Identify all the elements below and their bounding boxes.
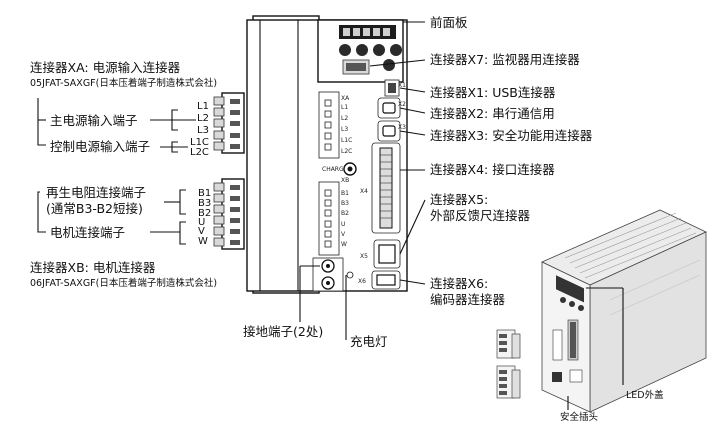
xb-slot-pin-4: U bbox=[341, 221, 345, 228]
motor-terminal-label: 电机连接端子 bbox=[50, 225, 125, 240]
xa-pin-l2c: L2C bbox=[190, 147, 209, 158]
xb-title: 连接器XB: 电机连接器 bbox=[30, 260, 156, 275]
xa-part-number: 05JFAT-SAXGF(日本压着端子制造株式会社) bbox=[30, 77, 217, 89]
xa-pin-l2: L2 bbox=[197, 113, 209, 124]
regen-resistor-label: 再生电阻连接端子 bbox=[46, 185, 146, 200]
main-power-label: 主电源输入端子 bbox=[50, 113, 138, 128]
xb-slot-pin-6: W bbox=[341, 241, 347, 248]
ground-terminal-label: 接地端子(2处) bbox=[243, 324, 323, 339]
x5-mark: X5 bbox=[360, 253, 368, 260]
control-power-label: 控制电源输入端子 bbox=[50, 139, 150, 154]
safety-plug-label: 安全插头 bbox=[560, 411, 598, 423]
mode-button bbox=[339, 44, 351, 56]
xb-slot bbox=[318, 181, 340, 256]
xa-title: 连接器XA: 电源输入连接器 bbox=[30, 60, 181, 75]
xa-pin-l1: L1 bbox=[197, 101, 209, 112]
x5-label: 连接器X5: bbox=[430, 192, 488, 207]
xa-mark: XA bbox=[341, 95, 350, 102]
xb-slot-pin-5: V bbox=[341, 231, 346, 238]
xa-slot-pin-4: L1C bbox=[341, 137, 352, 144]
ground-symbol bbox=[346, 271, 354, 279]
xa-slot-pin-1: L1 bbox=[341, 104, 348, 111]
xa-slot-pin-2: L2 bbox=[341, 115, 348, 122]
charge-mark: CHARGE bbox=[322, 166, 348, 173]
x6-label: 连接器X6: bbox=[430, 276, 488, 291]
loose-plugs-3d bbox=[496, 329, 521, 399]
xa-slot-pin-5: L2C bbox=[341, 148, 352, 155]
x7-label: 连接器X7: 监视器用连接器 bbox=[430, 52, 580, 67]
xb-slot-pin-1: B1 bbox=[341, 190, 349, 197]
x2-mark: X2 bbox=[398, 101, 406, 108]
xa-slot-pin-3: L3 bbox=[341, 126, 348, 133]
x4-label: 连接器X4: 接口连接器 bbox=[430, 162, 555, 177]
xb-pin-b3: B3 bbox=[198, 198, 211, 209]
xa-slot-pins bbox=[324, 99, 332, 151]
display-digits bbox=[343, 28, 390, 36]
left-button bbox=[373, 44, 385, 56]
xb-plug bbox=[213, 178, 245, 250]
front-panel-label: 前面板 bbox=[430, 15, 468, 30]
led-cover-label: LED外盖 bbox=[626, 389, 664, 401]
xb-mark: XB bbox=[341, 177, 349, 184]
xb-slot-pin-3: B2 bbox=[341, 210, 349, 217]
down-button bbox=[383, 59, 395, 71]
x3-label: 连接器X3: 安全功能用连接器 bbox=[430, 128, 593, 143]
bottom-leader-lines bbox=[299, 265, 347, 340]
xb-brackets bbox=[37, 189, 186, 245]
xb-pin-v: V bbox=[198, 226, 205, 237]
xa-pin-l1c: L1C bbox=[190, 137, 209, 148]
x6-mark: X6 bbox=[358, 278, 366, 285]
charge-lamp-label: 充电灯 bbox=[350, 334, 388, 349]
xb-slot-pins bbox=[324, 189, 332, 248]
xa-brackets bbox=[37, 98, 196, 153]
x4-mark: X4 bbox=[360, 188, 368, 195]
x1-label: 连接器X1: USB连接器 bbox=[430, 85, 556, 100]
xb-pin-b2: B2 bbox=[198, 208, 211, 219]
x2-label: 连接器X2: 串行通信用 bbox=[430, 106, 555, 121]
regen-resistor-note: (通常B3-B2短接) bbox=[46, 201, 143, 216]
driver-3d-view bbox=[541, 209, 707, 413]
xb-slot-pin-2: B3 bbox=[341, 200, 349, 207]
driver-front-view: XA L1 L2 L3 L1C L2C CHARGE XB B1 B3 B2 U… bbox=[246, 15, 408, 294]
x6-description: 编码器连接器 bbox=[430, 292, 506, 307]
set-button bbox=[356, 44, 368, 56]
xa-plug bbox=[213, 92, 245, 154]
xb-pin-w: W bbox=[198, 236, 208, 247]
xb-part-number: 06JFAT-SAXGF(日本压着端子制造株式会社) bbox=[30, 277, 217, 289]
xb-pin-u: U bbox=[198, 217, 205, 228]
x3-mark: X3 bbox=[398, 124, 406, 131]
x1-mark: X1 bbox=[398, 82, 406, 89]
up-button bbox=[390, 44, 402, 56]
right-leader-lines bbox=[369, 21, 426, 285]
x5-description: 外部反馈尺连接器 bbox=[430, 208, 531, 223]
xb-pin-b1: B1 bbox=[198, 188, 211, 199]
xa-pin-l3: L3 bbox=[197, 125, 209, 136]
